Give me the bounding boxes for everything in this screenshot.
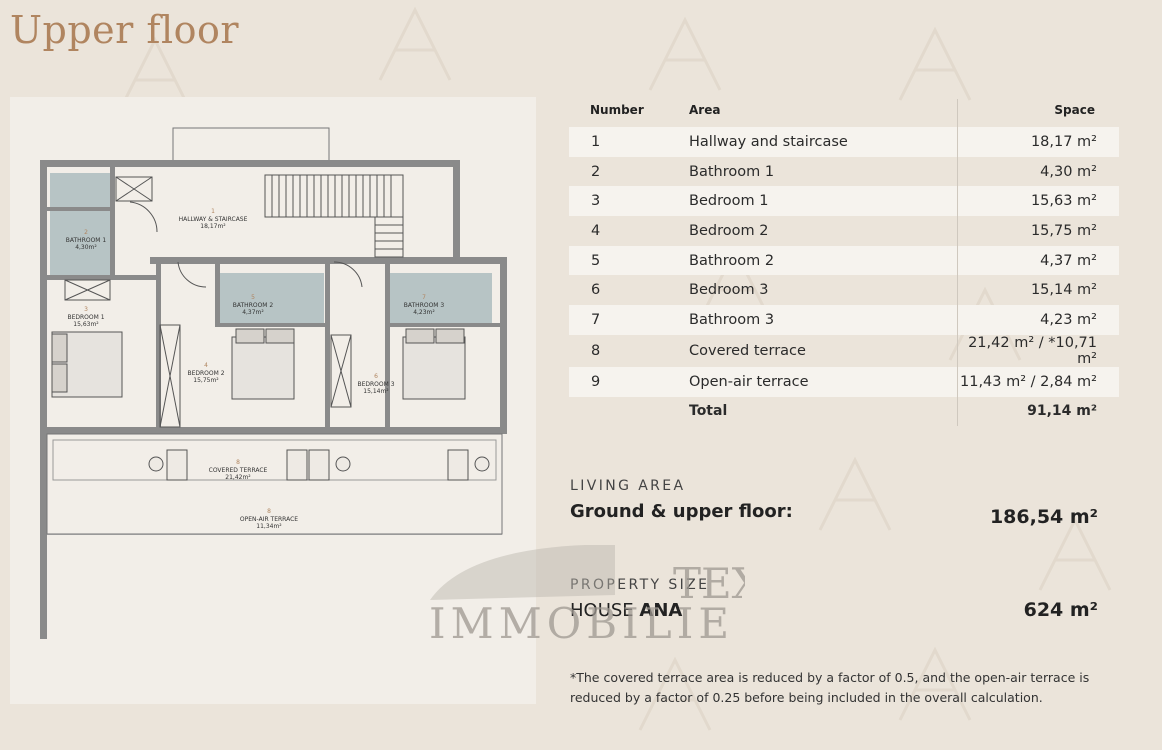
header-space: Space [1054, 103, 1095, 117]
row-space: 18,17 m² [957, 127, 1119, 157]
footnote: *The covered terrace area is reduced by … [570, 670, 1090, 705]
row-space: 21,42 m² / *10,71 m² [968, 334, 1097, 367]
plan-label-area: 11,34m² [256, 523, 282, 530]
plan-label-area: 15,75m² [193, 377, 219, 384]
table-row: 8 Covered terrace 21,42 m² / *10,71 m² [569, 334, 1119, 367]
row-area: Open-air terrace [689, 366, 958, 397]
plan-label-area: 21,42m² [225, 474, 251, 481]
plan-label-number: 7 [422, 294, 426, 301]
floor-plan-drawing: 1 HALLWAY & STAIRCASE 18,17m² 2 BATHROOM… [40, 127, 507, 639]
plan-label-number: 8 [236, 459, 240, 466]
table-row: 2 Bathroom 1 4,30 m² [569, 156, 1119, 187]
row-number: 9 [569, 366, 689, 397]
plan-label-name: BEDROOM 2 [187, 370, 224, 377]
total-space: 91,14 m² [1027, 403, 1097, 420]
row-area: Bedroom 3 [689, 275, 958, 306]
plan-label-number: 4 [204, 362, 208, 369]
table-row: 1 Hallway and staircase 18,17 m² [569, 127, 1119, 157]
area-table: Number Area Space 1 Hallway and staircas… [569, 99, 1119, 427]
plan-label-number: 8 [267, 508, 271, 515]
plan-label-number: 5 [251, 294, 255, 301]
row-space: 15,75 m² [1030, 222, 1097, 239]
plan-label-area: 15,14m² [363, 388, 389, 395]
plan-label-number: 6 [374, 373, 378, 380]
plan-label-name: BATHROOM 3 [404, 302, 445, 309]
plan-label-name: OPEN-AIR TERRACE [240, 516, 298, 523]
row-area: Bedroom 2 [689, 216, 958, 246]
property-size-caption: PROPERTY SIZE [570, 577, 710, 593]
plan-label-area: 18,17m² [200, 223, 226, 230]
plan-label-area: 4,37m² [242, 309, 264, 316]
table-header-row: Number Area Space [569, 99, 1119, 127]
table-row: 7 Bathroom 3 4,23 m² [569, 305, 1119, 335]
plan-label-name: BEDROOM 1 [67, 314, 104, 321]
property-size-value: 624 m² [1023, 599, 1098, 621]
row-space: 15,14 m² [1030, 282, 1097, 299]
header-area: Area [689, 99, 958, 127]
row-area: Hallway and staircase [689, 127, 958, 157]
row-number: 5 [569, 245, 689, 276]
living-area-label: Ground & upper floor: [570, 501, 793, 522]
living-area-caption: LIVING AREA [570, 478, 686, 494]
plan-label-area: 4,23m² [413, 309, 435, 316]
table-row: 4 Bedroom 2 15,75 m² [569, 216, 1119, 246]
table-total-row: Total 91,14 m² [569, 396, 1119, 427]
row-number: 2 [591, 163, 601, 180]
table-row: 6 Bedroom 3 15,14 m² [569, 275, 1119, 306]
row-area: Bedroom 1 [689, 186, 958, 217]
floor-plan-panel: 1 HALLWAY & STAIRCASE 18,17m² 2 BATHROOM… [10, 97, 536, 704]
plan-label-area: 15,63m² [73, 321, 99, 328]
row-number: 4 [591, 222, 601, 239]
property-size-label: HOUSE ANA [570, 600, 682, 621]
row-area: Covered terrace [689, 334, 958, 367]
row-space: 11,43 m² / 2,84 m² [957, 366, 1119, 397]
row-space: 15,63 m² [957, 186, 1119, 217]
row-space: 4,37 m² [957, 245, 1119, 276]
row-number: 8 [591, 342, 601, 359]
row-number: 3 [569, 186, 689, 217]
table-row: 9 Open-air terrace 11,43 m² / 2,84 m² [569, 366, 1119, 397]
plan-label-name: BATHROOM 2 [233, 302, 274, 309]
row-number: 6 [591, 282, 601, 299]
living-area-value: 186,54 m² [989, 506, 1098, 528]
row-space: 4,30 m² [1040, 163, 1097, 180]
row-area: Bathroom 2 [689, 245, 958, 276]
row-number: 7 [569, 305, 689, 335]
row-area: Bathroom 1 [689, 156, 958, 187]
plan-label-number: 2 [84, 229, 88, 236]
header-number: Number [590, 103, 644, 117]
property-label-prefix: HOUSE [570, 600, 640, 621]
property-label-name: ANA [639, 600, 683, 621]
table-row: 3 Bedroom 1 15,63 m² [569, 186, 1119, 217]
plan-label-name: BATHROOM 1 [66, 237, 107, 244]
page-title: Upper floor [10, 8, 240, 52]
plan-label-number: 1 [211, 208, 215, 215]
plan-label-name: BEDROOM 3 [357, 381, 394, 388]
row-space: 4,23 m² [957, 305, 1119, 335]
row-number: 1 [569, 127, 689, 157]
total-label: Total [689, 396, 958, 427]
plan-label-number: 3 [84, 306, 88, 313]
plan-label-name: HALLWAY & STAIRCASE [179, 216, 248, 223]
row-area: Bathroom 3 [689, 305, 958, 335]
table-row: 5 Bathroom 2 4,37 m² [569, 245, 1119, 276]
plan-label-area: 4,30m² [75, 244, 97, 251]
plan-label-name: COVERED TERRACE [209, 467, 268, 474]
